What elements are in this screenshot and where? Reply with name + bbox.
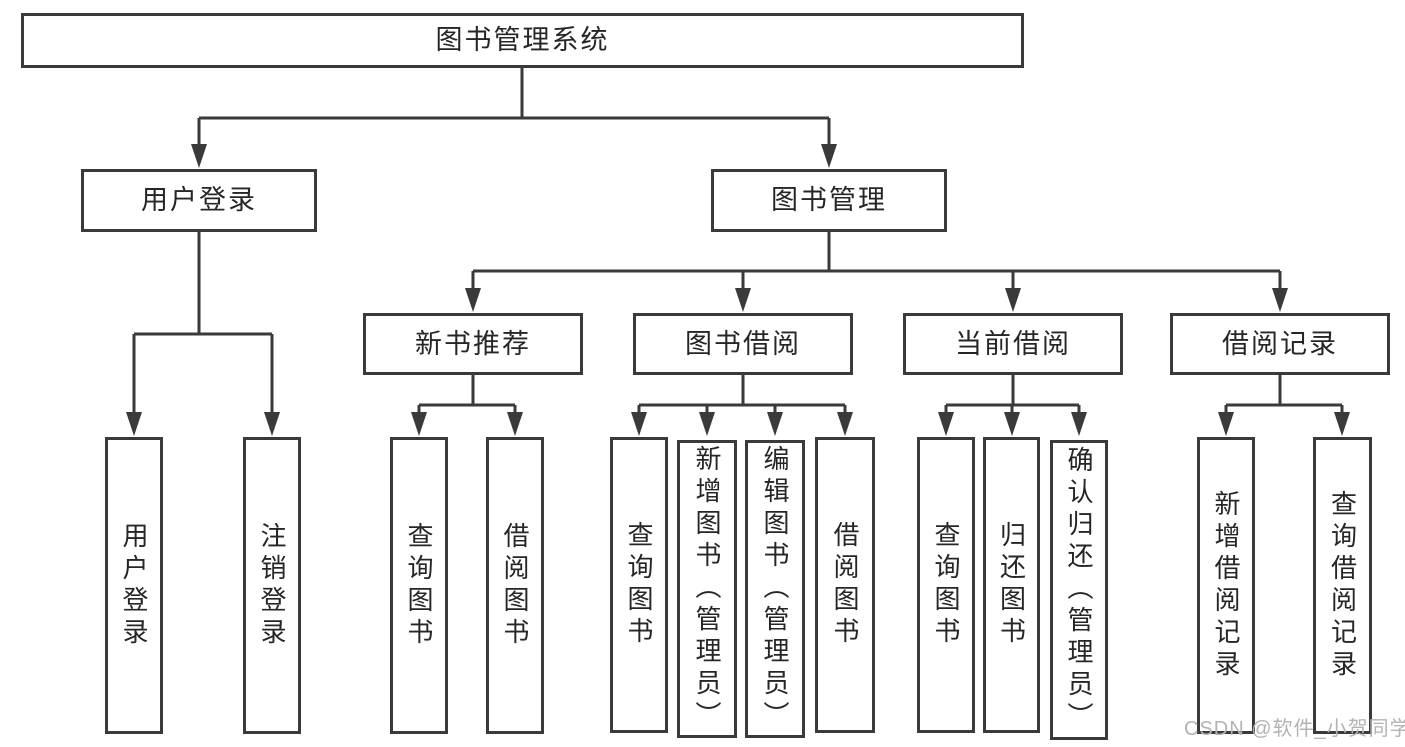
node-new-book-recommend: 新书推荐 xyxy=(363,313,583,375)
arrowhead-down-icon xyxy=(837,412,853,436)
connector-path xyxy=(132,68,1344,416)
leaf-current-query-books: 查询图书 xyxy=(917,437,975,733)
arrowhead-down-icon xyxy=(767,412,783,436)
leaf-logout: 注销登录 xyxy=(243,437,301,734)
leaf-confirm-return-admin: 确认归还（管理员） xyxy=(1050,440,1108,740)
node-borrow-records: 借阅记录 xyxy=(1170,313,1390,375)
arrowhead-down-icon xyxy=(1218,412,1234,436)
leaf-borrow-query-books: 查询图书 xyxy=(610,437,668,733)
node-root-library-system: 图书管理系统 xyxy=(21,13,1024,68)
csdn-watermark: CSDN @软件_小贺同学 xyxy=(1184,718,1405,740)
arrowhead-down-icon xyxy=(411,412,427,436)
leaf-query-borrow-record: 查询借阅记录 xyxy=(1313,437,1372,734)
node-book-borrow: 图书借阅 xyxy=(633,313,853,375)
arrowhead-down-icon xyxy=(1334,412,1350,436)
arrowhead-down-icon xyxy=(1272,288,1288,312)
arrowhead-down-icon xyxy=(126,412,142,436)
arrowhead-down-icon xyxy=(507,412,523,436)
leaf-add-books-admin: 新增图书（管理员） xyxy=(677,440,737,738)
arrowhead-down-icon xyxy=(264,412,280,436)
arrowhead-down-icon xyxy=(191,144,207,168)
arrowhead-down-icon xyxy=(699,412,715,436)
arrowhead-down-icon xyxy=(1005,288,1021,312)
leaf-newbook-borrow-books: 借阅图书 xyxy=(486,437,544,734)
leaf-edit-books-admin: 编辑图书（管理员） xyxy=(745,440,805,738)
arrowhead-down-icon xyxy=(821,144,837,168)
leaf-borrow-books: 借阅图书 xyxy=(815,437,875,733)
node-book-management-branch: 图书管理 xyxy=(711,169,947,232)
node-current-borrow: 当前借阅 xyxy=(903,313,1123,375)
arrowhead-down-icon xyxy=(1071,412,1087,436)
arrowhead-down-icon xyxy=(735,288,751,312)
arrowhead-down-icon xyxy=(465,288,481,312)
arrowhead-down-icon xyxy=(938,412,954,436)
leaf-add-borrow-record: 新增借阅记录 xyxy=(1197,437,1255,734)
node-user-login-branch: 用户登录 xyxy=(81,169,317,232)
leaf-return-books: 归还图书 xyxy=(983,437,1040,733)
leaf-newbook-query-books: 查询图书 xyxy=(390,437,448,734)
leaf-user-login: 用户登录 xyxy=(105,437,163,734)
arrowhead-down-icon xyxy=(1004,412,1020,436)
arrowhead-down-icon xyxy=(631,412,647,436)
